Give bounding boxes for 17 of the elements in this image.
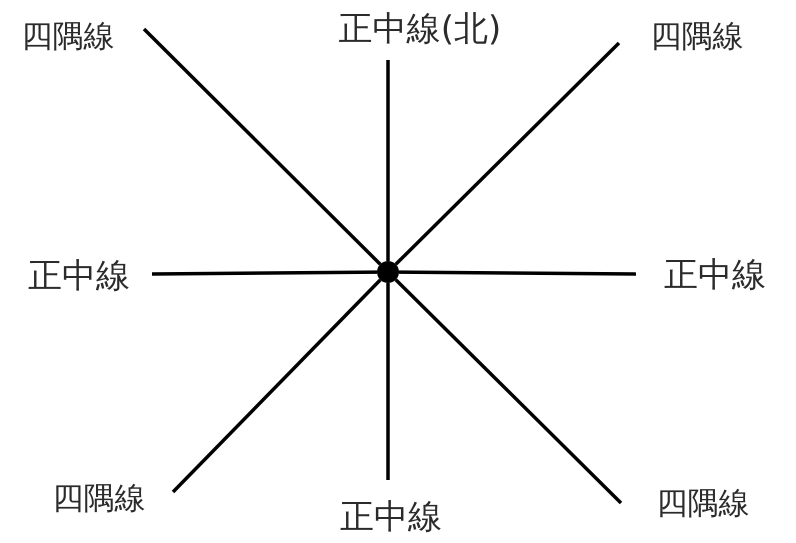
line-label: 正中線(北): [338, 12, 502, 46]
radial-line: [172, 278, 382, 494]
radial-line: [398, 270, 636, 276]
radial-line: [386, 60, 390, 261]
line-label: 四隅線: [52, 484, 146, 514]
center-dot: [377, 261, 399, 283]
line-label: 四隅線: [650, 22, 744, 52]
radial-line: [394, 278, 622, 504]
radial-line: [152, 270, 378, 276]
radial-line: [142, 28, 382, 266]
radial-line: [394, 42, 620, 266]
line-label: 四隅線: [656, 488, 750, 520]
line-label: 四隅線: [22, 22, 114, 52]
line-label: 正中線: [28, 259, 130, 293]
radial-line: [386, 283, 390, 480]
line-label: 正中線: [340, 500, 442, 534]
line-label: 正中線: [664, 258, 766, 292]
